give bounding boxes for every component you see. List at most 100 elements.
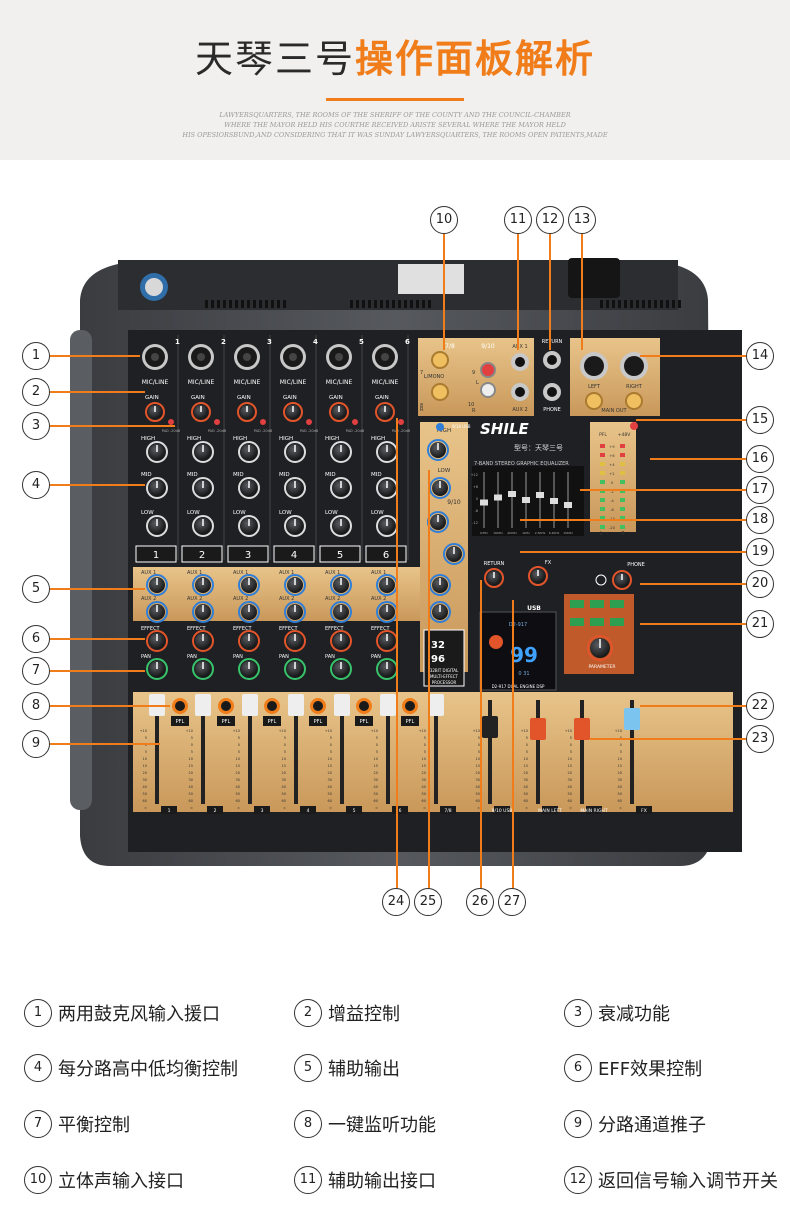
fader-scale-mark: 5: [145, 750, 147, 754]
fader-scale-mark: 30: [476, 778, 480, 782]
knob-ring: [238, 515, 260, 537]
fx-badge-top: 32: [431, 640, 445, 651]
callout-number: 4: [22, 471, 50, 499]
fader-scale-mark: ∞: [525, 806, 528, 810]
aux2-label: AUX 2: [187, 596, 202, 602]
vent-slot: [642, 300, 645, 308]
fader-track: [488, 700, 492, 804]
fader-cap: [624, 708, 640, 730]
callout-number: 24: [382, 888, 410, 916]
aux2-jack-hole: [515, 387, 525, 397]
input-label: MIC/LINE: [372, 379, 399, 386]
fader-label: 4: [307, 808, 310, 814]
main-right-label: RIGHT: [626, 384, 643, 390]
aux2-label: AUX 2: [371, 596, 386, 602]
fader-scale-mark: ∞: [144, 806, 147, 810]
vent-slot: [253, 300, 256, 308]
fader-scale-mark: 50: [524, 792, 528, 796]
meter-led: [620, 498, 625, 502]
effect-label: EFFECT: [279, 626, 299, 632]
aux2-knob: [146, 601, 168, 623]
jack-center: [289, 353, 297, 361]
knob-ring: [375, 402, 395, 422]
fader-scale-mark: 50: [236, 792, 240, 796]
meter-scale-mark: +2: [609, 472, 614, 476]
callout-number: 1: [22, 342, 50, 370]
fader-scale-mark: 10: [143, 757, 147, 761]
fader-scale-mark: 50: [422, 792, 426, 796]
high-eq-knob: [238, 441, 260, 463]
aux2-jack-label: AUX 2: [512, 407, 527, 413]
fader-label-box: [207, 806, 223, 814]
main-out-label: MAIN OUT: [601, 408, 627, 414]
eq-band-label: 15KHz: [563, 531, 573, 535]
knob-ring: [283, 402, 303, 422]
fader-scale-mark: +10: [140, 729, 147, 733]
fader-label-box: [161, 806, 177, 814]
fader-track: [248, 700, 252, 804]
gain-knob: [145, 402, 165, 422]
knob-ring: [587, 635, 613, 661]
callout-number: 20: [746, 570, 774, 598]
meter-scale-mark: -8: [610, 508, 614, 512]
fader-scale-mark: 60: [143, 799, 147, 803]
aux2-label: AUX 2: [279, 596, 294, 602]
fader-cap: [242, 694, 258, 716]
fx-badge-line1: 32BIT DIGITAL: [430, 668, 459, 673]
eq-band-label: 6.4KHz: [549, 531, 560, 535]
stereo-aux2-knob: [429, 601, 451, 623]
knob-ring: [484, 568, 504, 588]
title-accent: 操作面板解析: [355, 37, 596, 81]
fader-scale-mark: 0: [376, 743, 378, 747]
gain-knob: [329, 402, 349, 422]
fader-scale-mark: 20: [422, 771, 426, 775]
stereo-aux1-knob: [429, 574, 451, 596]
eq-slider-cap: [480, 499, 488, 506]
legend-text: 每分路高中低均衡控制: [58, 1059, 238, 1080]
mid-label: MID: [279, 472, 290, 478]
gain-label: GAIN: [329, 395, 343, 401]
knob-ring: [429, 601, 451, 623]
eq-scale-mark: -6: [475, 509, 479, 513]
eq-band-label: 400Hz: [507, 531, 517, 535]
fader-cap: [482, 716, 498, 738]
eq-band-label: 1KHz: [522, 531, 530, 535]
legend-text: 立体声输入接口: [58, 1171, 184, 1192]
legend-text: 分路通道推子: [598, 1115, 706, 1136]
effect-label: EFFECT: [371, 626, 391, 632]
jack-center: [151, 353, 159, 361]
fader-scale-mark: 60: [618, 799, 622, 803]
vent-slots: [205, 300, 681, 308]
eq-slider-cap: [522, 497, 530, 503]
stereo-high-knob: [427, 439, 449, 461]
fader-scale-mark: 5: [478, 750, 480, 754]
pad-label: PAD -20dB: [346, 429, 365, 433]
pad-button: [306, 419, 312, 425]
vent-slot: [630, 300, 633, 308]
low-eq-knob: [146, 515, 168, 537]
knob-ring: [146, 574, 168, 596]
fader-scale-mark: 0: [330, 743, 332, 747]
aux1-knob: [376, 574, 398, 596]
input-9-label: 9: [472, 370, 475, 376]
pad-label: PAD -20dB: [162, 429, 181, 433]
high-label: HIGH: [279, 436, 293, 442]
knob-ring: [238, 630, 260, 652]
fader-scale-mark: 5: [238, 750, 240, 754]
channel-label-box: [273, 545, 315, 563]
pad-button: [260, 419, 266, 425]
input-label: MIC/LINE: [326, 379, 353, 386]
effect-label: EFFECT: [233, 626, 253, 632]
leader-line: [517, 234, 519, 350]
fader-scale-mark: 60: [282, 799, 286, 803]
effect-preset-button: [570, 618, 584, 626]
callout-number: 11: [504, 206, 532, 234]
meter-scale-mark: +4: [609, 463, 615, 467]
channel-number: 2: [221, 338, 226, 346]
callout-number: 9: [22, 730, 50, 758]
fader-scale-mark: ∞: [375, 806, 378, 810]
knob-ring: [192, 630, 214, 652]
leader-line: [581, 234, 583, 350]
